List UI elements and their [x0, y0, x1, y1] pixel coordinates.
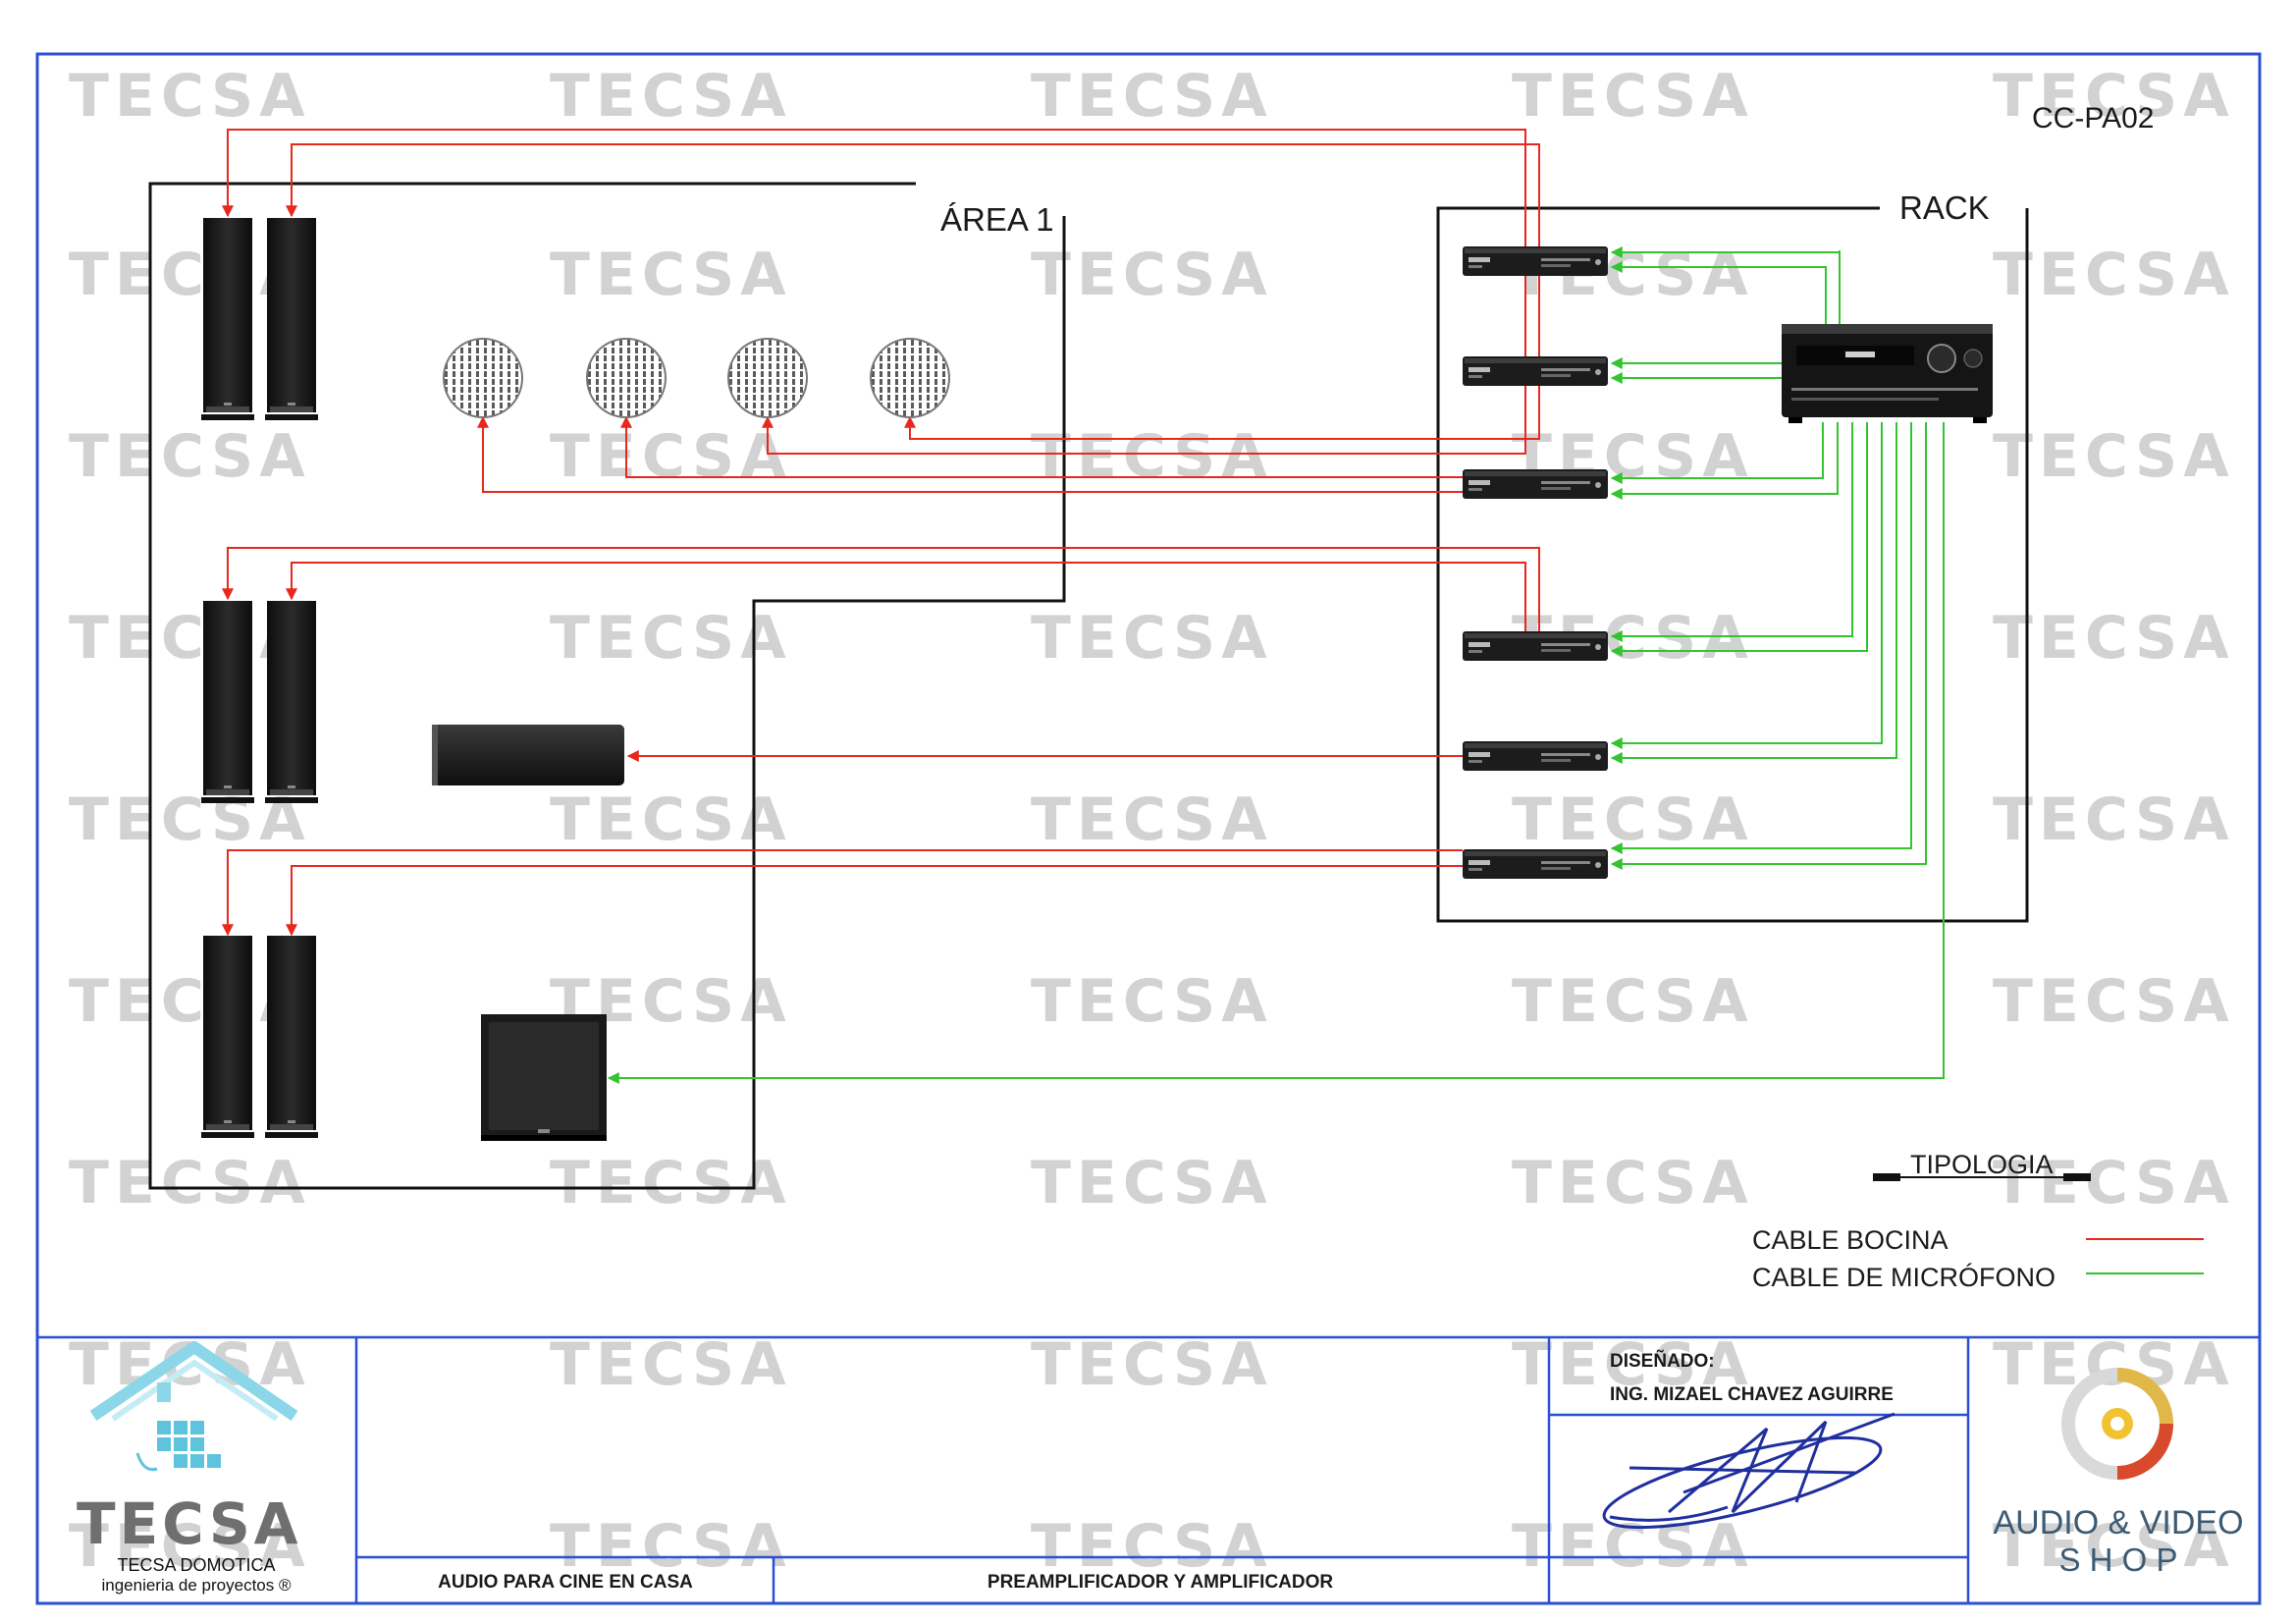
amplifier-icon — [1463, 469, 1608, 499]
watermark-text: TECSA — [1993, 1330, 2235, 1399]
watermark-text: TECSA — [1031, 604, 1273, 673]
drawing-code: CC-PA02 — [2032, 102, 2154, 135]
watermark-text: TECSA — [69, 1149, 311, 1217]
watermark-text: TECSA — [69, 62, 311, 131]
speaker-cables — [222, 129, 1540, 937]
cable-tower-3b — [286, 865, 1463, 937]
brand-line-1: AUDIO & VIDEO — [1993, 1504, 2243, 1542]
watermark-text: TECSA — [1993, 604, 2235, 673]
area-label: ÁREA 1 — [940, 201, 1054, 238]
watermark-text: TECSA — [1031, 1512, 1273, 1581]
cable-ceiling-2 — [620, 415, 1463, 478]
watermark-text: TECSA — [1031, 422, 1273, 491]
company-tagline: ingenieria de proyectos ® — [101, 1576, 292, 1595]
tower-speaker — [201, 601, 254, 803]
signature — [1602, 1412, 1896, 1530]
legend-label-speaker-cable: CABLE BOCINA — [1752, 1225, 1949, 1255]
audio-video-shop-logo: AUDIO & VIDEO S H O P — [1993, 1368, 2244, 1578]
amplifier-icon — [1463, 356, 1608, 386]
watermark-text: TECSA — [69, 785, 311, 854]
watermark-text: TECSA — [1993, 1512, 2235, 1581]
title-block — [37, 1335, 2260, 1603]
watermark-text: TECSA — [1512, 1149, 1754, 1217]
speaker-group-rear — [201, 936, 318, 1138]
tecsa-logo-text: TECSA — [77, 1490, 302, 1557]
watermark-text: TECSA — [1512, 1330, 1754, 1399]
amplifier-icon — [1463, 741, 1608, 771]
amplifier-icon — [1463, 631, 1608, 661]
watermark-text: TECSA — [1993, 785, 2235, 854]
ceiling-speaker-icon — [443, 338, 523, 418]
watermark-text: TECSA — [1512, 62, 1754, 131]
watermark-text: TECSA — [550, 241, 792, 309]
tower-speaker — [201, 936, 254, 1138]
watermark-text: TECSA — [1031, 62, 1273, 131]
legend-label-mic-cable: CABLE DE MICRÓFONO — [1752, 1262, 2056, 1292]
area-outline — [148, 182, 1066, 1190]
legend: TIPOLOGIA CABLE BOCINA CABLE DE MICRÓFON… — [1752, 1150, 2204, 1292]
watermark-text: TECSA — [550, 1330, 792, 1399]
watermark-text: TECSA — [1512, 1512, 1754, 1581]
watermark-text: TECSA — [550, 604, 792, 673]
cable-ceiling-3 — [762, 246, 1526, 455]
watermark-text: TECSA — [1031, 785, 1273, 854]
watermark-text: TECSA — [69, 967, 311, 1036]
tower-speaker — [265, 936, 318, 1138]
rack-label: RACK — [1899, 189, 1990, 226]
legend-title: TIPOLOGIA — [1910, 1150, 2054, 1179]
tower-speaker — [265, 601, 318, 803]
cable-ceiling-4 — [904, 246, 1540, 440]
watermark-text: TECSA — [1512, 967, 1754, 1036]
watermark-text: TECSA — [550, 422, 792, 491]
ceiling-speaker-icon — [727, 338, 808, 418]
subwoofer-icon — [481, 1014, 607, 1141]
cable-tower-2a — [222, 547, 1540, 631]
watermark-text: TECSA — [550, 1512, 792, 1581]
tower-speaker — [201, 218, 254, 420]
watermark-text: TECSA — [550, 62, 792, 131]
tower-speaker — [265, 218, 318, 420]
brand-line-2: S H O P — [2058, 1542, 2177, 1578]
watermark-text: TECSA — [1031, 241, 1273, 309]
ceiling-speaker-icon — [586, 338, 667, 418]
mic-cables — [607, 246, 1945, 1084]
tecsa-logo: TECSA — [77, 1341, 302, 1557]
watermark-text: TECSA — [550, 785, 792, 854]
rack-outline — [1436, 206, 2029, 923]
cable-tower-3a — [222, 849, 1463, 937]
watermark-text: TECSA — [69, 422, 311, 491]
watermark-text: TECSA — [69, 604, 311, 673]
amplifier-icon — [1463, 849, 1608, 879]
center-speaker-icon — [432, 725, 624, 785]
cable-tower-1a — [222, 129, 1526, 246]
watermark-text: TECSA — [1512, 785, 1754, 854]
watermark-text: TECSA — [1993, 1149, 2235, 1217]
ceiling-speaker-icon — [870, 338, 950, 418]
watermark-text: TECSA — [1031, 1149, 1273, 1217]
watermark-text: TECSA — [1993, 241, 2235, 309]
watermark-text: TECSA — [69, 1512, 311, 1581]
watermark-text: TECSA — [1031, 967, 1273, 1036]
cable-tower-2b — [286, 562, 1526, 631]
project-name: AUDIO PARA CINE EN CASA — [438, 1572, 693, 1593]
watermark-text: TECSA — [69, 241, 311, 309]
amplifier-icon — [1463, 246, 1608, 276]
cable-ceiling-1 — [477, 415, 1463, 493]
company-name: TECSA DOMOTICA — [117, 1555, 275, 1575]
sheet-title: PREAMPLIFICADOR Y AMPLIFICADOR — [988, 1572, 1333, 1593]
cable-tower-1b — [286, 143, 1540, 246]
watermark-text: TECSA — [550, 1149, 792, 1217]
av-receiver-icon — [1782, 324, 1993, 423]
watermark-text: TECSA — [1031, 1330, 1273, 1399]
watermark-text: TECSA — [1993, 62, 2235, 131]
watermark-text: TECSA — [1993, 422, 2235, 491]
designer-name: ING. MIZAEL CHAVEZ AGUIRRE — [1610, 1384, 1894, 1405]
designed-label: DISEÑADO: — [1610, 1350, 1715, 1372]
sheet-border — [35, 52, 2262, 1605]
watermark-text: TECSA — [1993, 967, 2235, 1036]
